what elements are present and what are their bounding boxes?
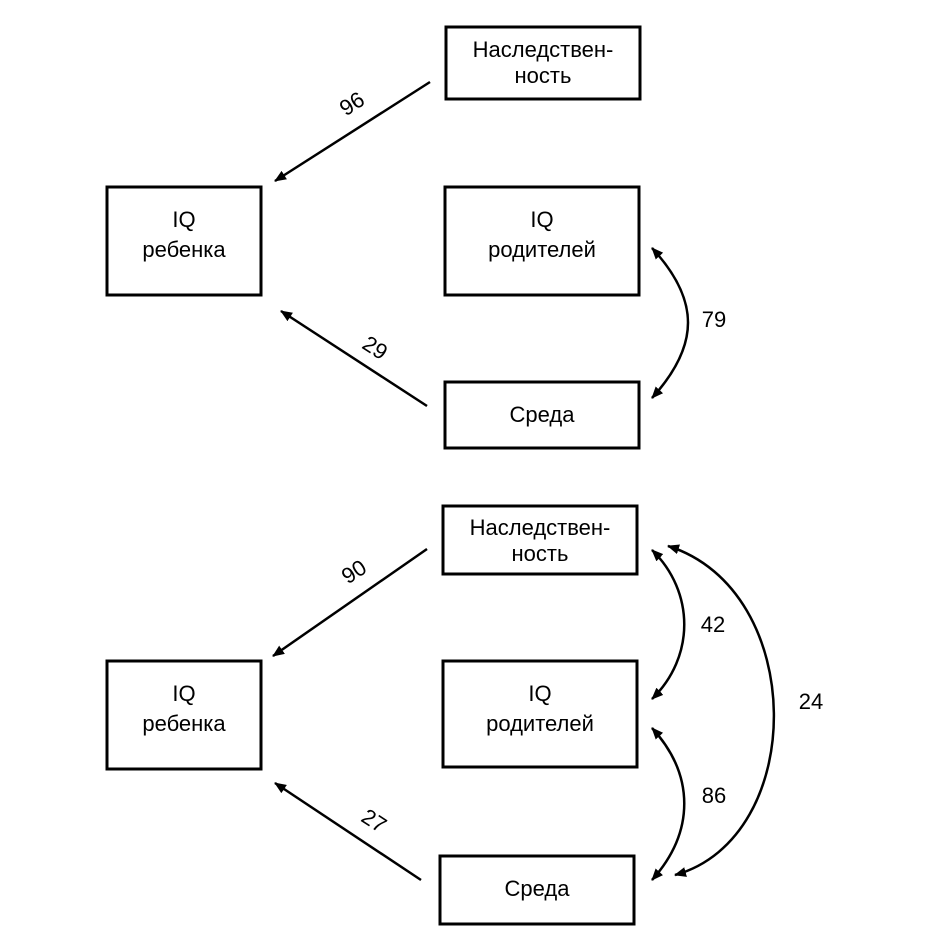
node-child-iq: IQ ребенка <box>105 185 263 297</box>
arrow-heredity-environment <box>667 544 776 877</box>
diagram-1: Наследствен- ность IQ ребенка IQ родител… <box>105 25 726 450</box>
coefficient-label: 96 <box>335 87 369 121</box>
node-label-line: родителей <box>488 237 596 262</box>
coefficient-label: 42 <box>701 612 725 637</box>
arrow-heredity-to-child <box>272 547 428 658</box>
node-label-line: IQ <box>530 207 553 232</box>
arrow-environment-to-child <box>280 309 428 408</box>
node-label-line: Среда <box>505 876 571 901</box>
node-label-line: Наследствен- <box>473 37 614 62</box>
node-label-line: ность <box>512 541 569 566</box>
diagram-2: Наследствен- ность IQ ребенка IQ родител… <box>105 504 823 926</box>
coefficient-label: 86 <box>702 783 726 808</box>
node-parent-iq: IQ родителей <box>443 185 641 297</box>
node-environment: Среда <box>443 380 641 450</box>
node-parent-iq: IQ родителей <box>441 659 639 769</box>
node-label-line: IQ <box>528 681 551 706</box>
node-label-line: родителей <box>486 711 594 736</box>
coefficient-label: 24 <box>799 689 823 714</box>
arrow-environment-to-child <box>274 781 422 882</box>
node-label-line: Среда <box>510 402 576 427</box>
coefficient-label: 79 <box>702 307 726 332</box>
node-label-line: IQ <box>172 681 195 706</box>
arrow-heredity-to-child <box>274 80 431 183</box>
arrow-parent-environment <box>651 727 686 881</box>
node-label-line: ребенка <box>142 711 226 736</box>
node-heredity: Наследствен- ность <box>441 504 639 576</box>
coefficient-label: 27 <box>357 804 391 838</box>
node-heredity: Наследствен- ность <box>444 25 642 101</box>
node-label-line: ность <box>515 63 572 88</box>
node-label-line: ребенка <box>142 237 226 262</box>
node-child-iq: IQ ребенка <box>105 659 263 771</box>
node-label-line: IQ <box>172 207 195 232</box>
arrow-heredity-parent <box>651 549 686 700</box>
node-label-line: Наследствен- <box>470 515 611 540</box>
arrow-parent-environment <box>651 247 690 399</box>
node-environment: Среда <box>438 854 636 926</box>
coefficient-label: 90 <box>337 555 371 589</box>
coefficient-label: 29 <box>358 331 392 365</box>
